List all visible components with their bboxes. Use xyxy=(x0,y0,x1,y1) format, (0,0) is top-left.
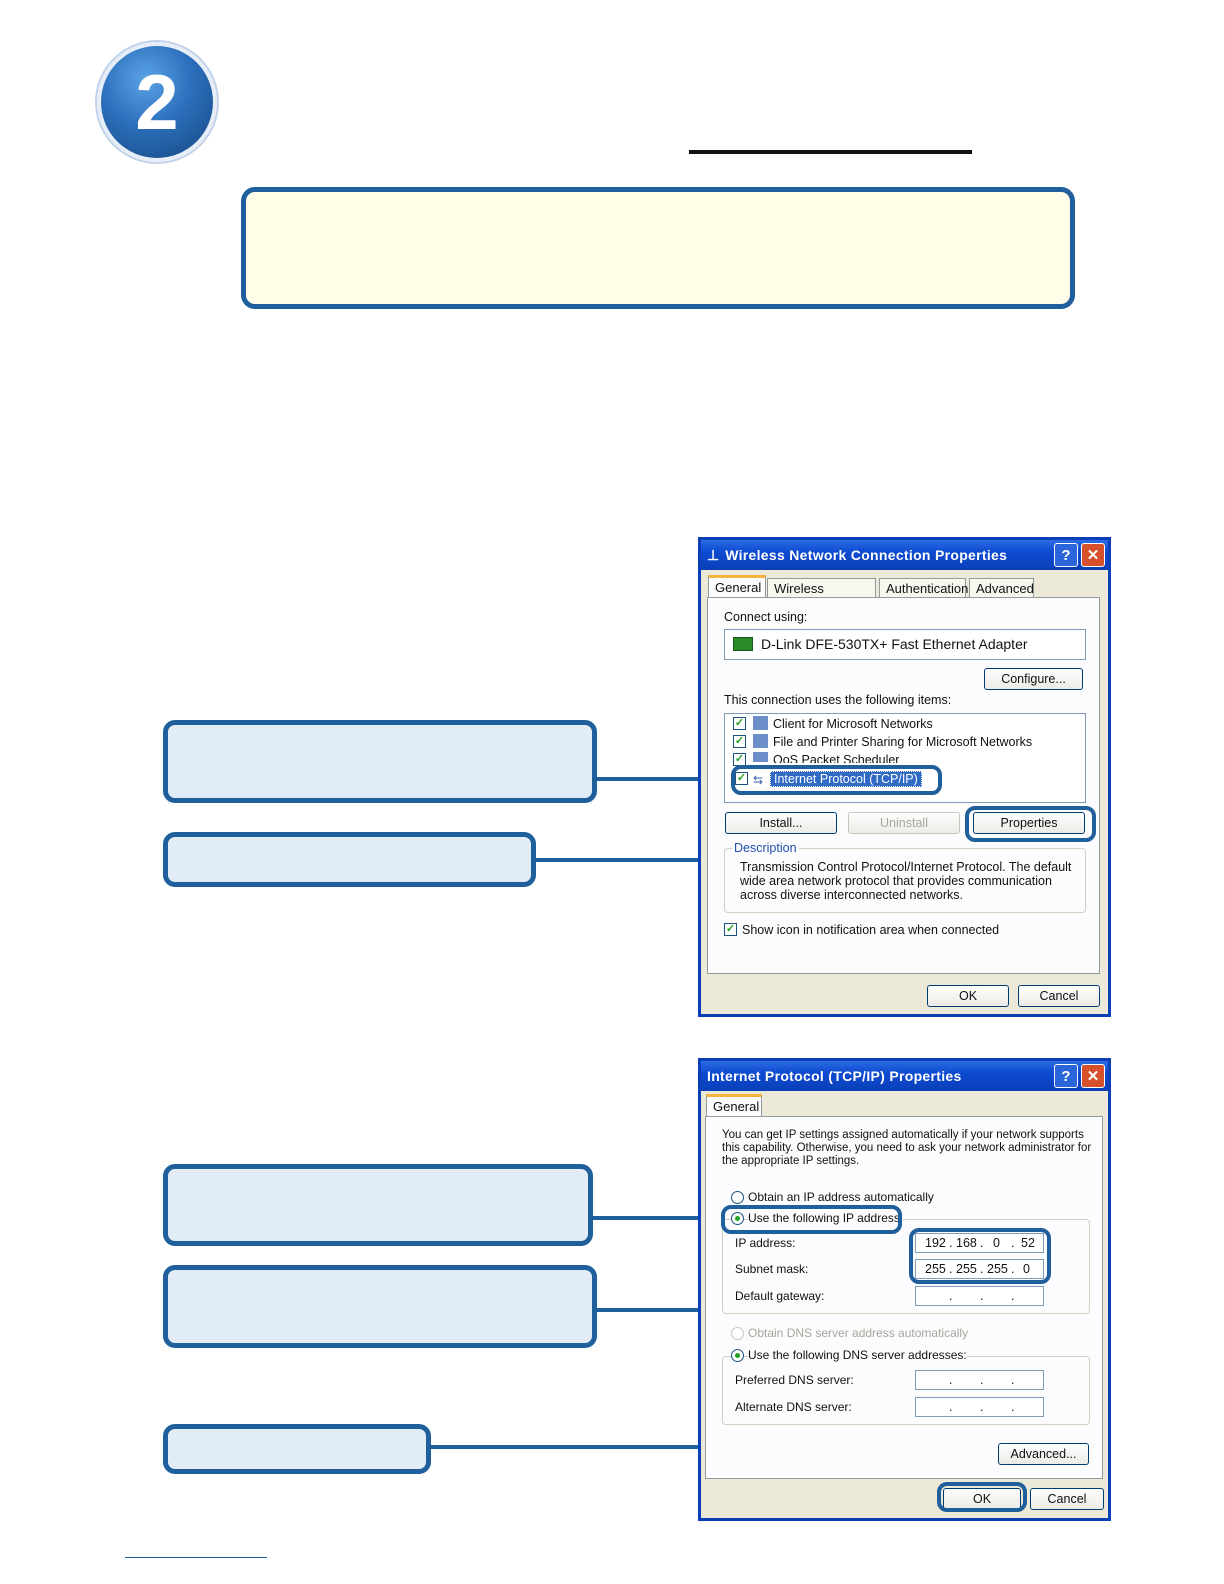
ok-button[interactable]: OK xyxy=(927,985,1009,1007)
help-button[interactable]: ? xyxy=(1054,543,1078,567)
use-dns-radio[interactable] xyxy=(731,1349,744,1362)
dialog-titlebar: Internet Protocol (TCP/IP) Properties ? … xyxy=(701,1061,1108,1091)
dialog-title: Wireless Network Connection Properties xyxy=(725,547,1008,563)
obtain-ip-label: Obtain an IP address automatically xyxy=(748,1190,934,1204)
list-item-selected[interactable]: Internet Protocol (TCP/IP) xyxy=(770,771,922,787)
ip-octet: 52 xyxy=(1021,1236,1035,1250)
install-button[interactable]: Install... xyxy=(725,812,837,834)
highlight-ring xyxy=(965,806,1096,842)
close-button[interactable]: ✕ xyxy=(1081,543,1105,567)
list-item[interactable]: Client for Microsoft Networks xyxy=(773,717,933,731)
preferred-dns-label: Preferred DNS server: xyxy=(735,1373,854,1387)
callout-line xyxy=(597,777,734,781)
ip-octet: 168 xyxy=(956,1236,977,1250)
show-icon-checkbox[interactable]: ✓ xyxy=(724,923,737,936)
item-checkbox[interactable]: ✓ xyxy=(735,772,748,785)
ip-octet: 192 xyxy=(925,1236,946,1250)
scheduler-icon xyxy=(753,752,768,762)
close-button[interactable]: ✕ xyxy=(1081,1064,1105,1088)
advanced-button[interactable]: Advanced... xyxy=(998,1443,1089,1465)
tab-authentication[interactable]: Authentication xyxy=(879,578,968,600)
subnet-mask-label: Subnet mask: xyxy=(735,1262,809,1276)
alternate-dns-label: Alternate DNS server: xyxy=(735,1400,852,1414)
intro-text: the appropriate IP settings. xyxy=(722,1155,860,1167)
use-dns-label: Use the following DNS server addresses: xyxy=(748,1348,967,1362)
client-icon xyxy=(753,716,768,730)
connect-using-label: Connect using: xyxy=(724,610,808,624)
use-ip-radio[interactable] xyxy=(731,1212,744,1225)
ip-address-label: IP address: xyxy=(735,1236,796,1250)
obtain-ip-radio[interactable] xyxy=(731,1191,744,1204)
subnet-octet: 255 xyxy=(987,1262,1008,1276)
subnet-octet: 255 xyxy=(956,1262,977,1276)
list-item[interactable]: File and Printer Sharing for Microsoft N… xyxy=(773,735,1033,749)
subnet-octet: 0 xyxy=(1023,1262,1030,1276)
callout-ip-subnet xyxy=(163,1265,597,1348)
callout-ok xyxy=(163,1424,431,1474)
uninstall-button[interactable]: Uninstall xyxy=(848,812,960,834)
cancel-button[interactable]: Cancel xyxy=(1030,1488,1104,1510)
alternate-dns-field[interactable]: . . . xyxy=(915,1397,1044,1417)
description-text: wide area network protocol that provides… xyxy=(740,874,1052,888)
dialog-titlebar: ⊥ Wireless Network Connection Properties… xyxy=(701,540,1108,570)
cancel-button[interactable]: Cancel xyxy=(1018,985,1100,1007)
item-checkbox[interactable]: ✓ xyxy=(733,717,746,730)
network-card-icon xyxy=(733,637,753,651)
list-item[interactable]: QoS Packet Scheduler xyxy=(773,753,900,763)
step-number: 2 xyxy=(135,57,179,146)
highlight-ring xyxy=(721,1205,902,1234)
item-checkbox[interactable]: ✓ xyxy=(733,735,746,748)
ip-octet: 0 xyxy=(993,1236,1000,1250)
properties-button[interactable]: Properties xyxy=(973,812,1085,834)
description-group xyxy=(724,848,1086,913)
dialog-title: Internet Protocol (TCP/IP) Properties xyxy=(707,1068,962,1084)
highlight-ring xyxy=(909,1228,1051,1284)
tab-general[interactable]: General xyxy=(706,1094,762,1118)
preferred-dns-field[interactable]: . . . xyxy=(915,1370,1044,1390)
adapter-name: D-Link DFE-530TX+ Fast Ethernet Adapter xyxy=(761,636,1028,652)
callout-properties xyxy=(163,832,536,887)
title-underline xyxy=(689,150,972,154)
tab-advanced[interactable]: Advanced xyxy=(969,578,1034,600)
sharing-icon xyxy=(753,734,768,748)
gateway-label: Default gateway: xyxy=(735,1289,825,1303)
description-text: across diverse interconnected networks. xyxy=(740,888,964,902)
callout-use-ip xyxy=(163,1164,593,1246)
adapter-field: D-Link DFE-530TX+ Fast Ethernet Adapter xyxy=(724,629,1086,660)
gateway-field[interactable]: . . . xyxy=(915,1286,1044,1306)
help-button[interactable]: ? xyxy=(1054,1064,1078,1088)
use-ip-label: Use the following IP address: xyxy=(748,1211,904,1225)
obtain-dns-label: Obtain DNS server address automatically xyxy=(748,1326,969,1340)
configure-button[interactable]: Configure... xyxy=(984,668,1083,690)
highlight-ring xyxy=(937,1482,1027,1512)
network-icon: ⊥ xyxy=(707,546,720,563)
intro-text: You can get IP settings assigned automat… xyxy=(722,1129,1084,1141)
step-badge: 2 xyxy=(101,46,213,158)
items-list xyxy=(724,713,1086,803)
tab-general[interactable]: General xyxy=(708,575,766,599)
subnet-mask-field[interactable]: 255 . 255 . 255 . 0 xyxy=(915,1259,1044,1279)
callout-line xyxy=(593,1216,723,1220)
intro-text: this capability. Otherwise, you need to … xyxy=(722,1142,1092,1154)
callout-select-tcpip xyxy=(163,720,597,803)
items-label: This connection uses the following items… xyxy=(724,693,952,707)
obtain-dns-radio[interactable] xyxy=(731,1327,744,1340)
highlight-ring xyxy=(731,765,942,795)
description-text: Transmission Control Protocol/Internet P… xyxy=(740,860,1072,874)
footer-line xyxy=(125,1557,267,1558)
protocol-icon: ⇆ xyxy=(753,773,764,787)
note-box xyxy=(241,187,1075,309)
description-label: Description xyxy=(732,841,799,855)
ip-group xyxy=(722,1219,1090,1314)
subnet-octet: 255 xyxy=(925,1262,946,1276)
show-icon-label: Show icon in notification area when conn… xyxy=(742,923,1000,937)
ip-address-field[interactable]: 192 . 168 . 0 . 52 xyxy=(915,1233,1044,1253)
